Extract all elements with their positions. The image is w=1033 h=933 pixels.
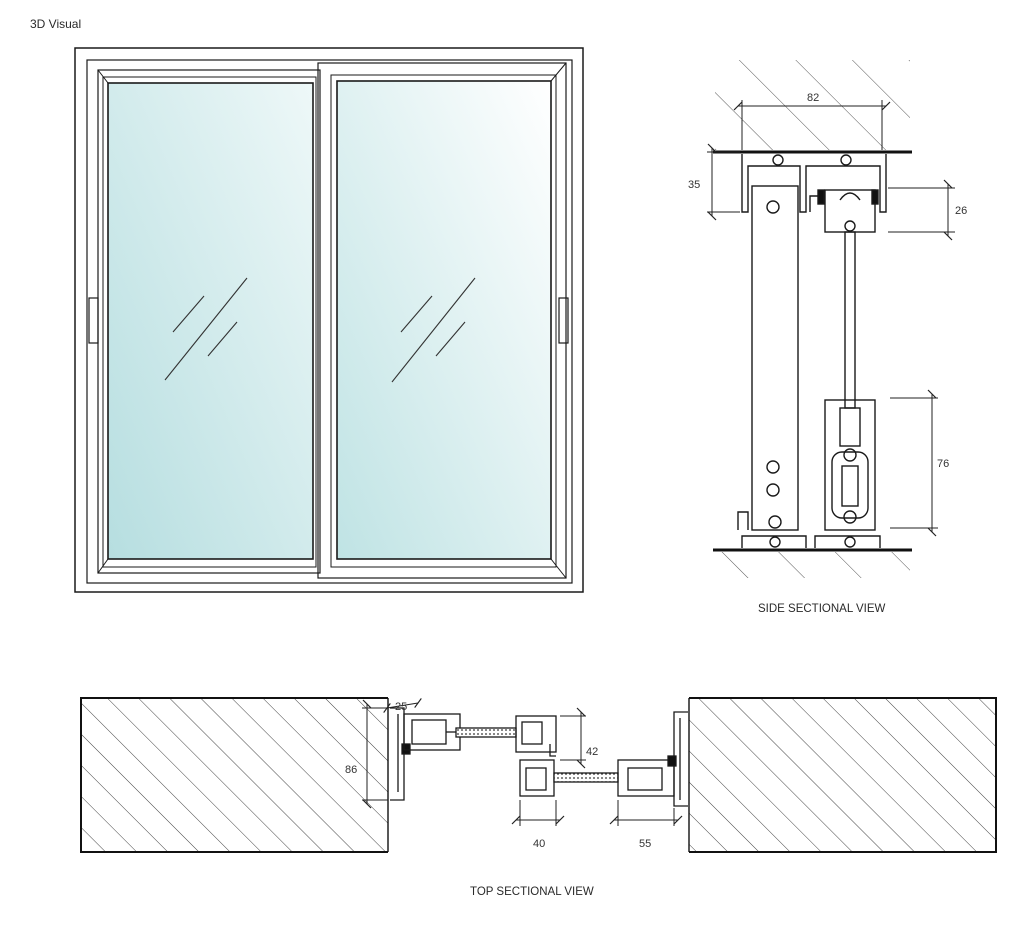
window-visual [74,47,584,593]
top-caption: TOP SECTIONAL VIEW [470,886,594,898]
left-wall-hatch [81,698,388,852]
right-wall-hatch [689,698,996,852]
dim-side-top: 35 [688,179,700,191]
outer-frame [74,47,584,593]
dim-top-wall: 86 [345,764,357,776]
left-wall [80,697,388,853]
visual-caption: 3D Visual [30,17,81,31]
top-section: 25 86 42 40 55 [80,697,997,853]
top-dimensions [362,698,683,826]
right-handle [558,297,569,344]
dim-top-sash-left: 40 [533,838,545,850]
right-wall [689,697,997,853]
side-dimensions [707,100,955,537]
side-caption: SIDE SECTIONAL VIEW [758,603,886,615]
dim-top-frame: 25 [395,701,407,713]
ceiling-hatch [715,60,910,150]
right-sash [317,62,569,579]
inner-frame [86,59,573,584]
floor-hatch [715,552,910,578]
top-profile [390,707,688,807]
dim-top-interlock: 42 [586,746,598,758]
right-glass [336,80,552,560]
left-glass [107,82,314,560]
dim-top-sash-right: 55 [639,838,651,850]
left-sash [88,69,321,574]
dim-side-width: 82 [807,92,819,104]
left-handle [88,297,99,344]
side-section: 82 35 26 76 [688,60,967,578]
left-glare-icon [164,277,248,381]
right-glare-icon [391,277,476,383]
dim-side-bottom: 76 [937,458,949,470]
dim-side-track: 26 [955,205,967,217]
side-profile [737,154,887,548]
